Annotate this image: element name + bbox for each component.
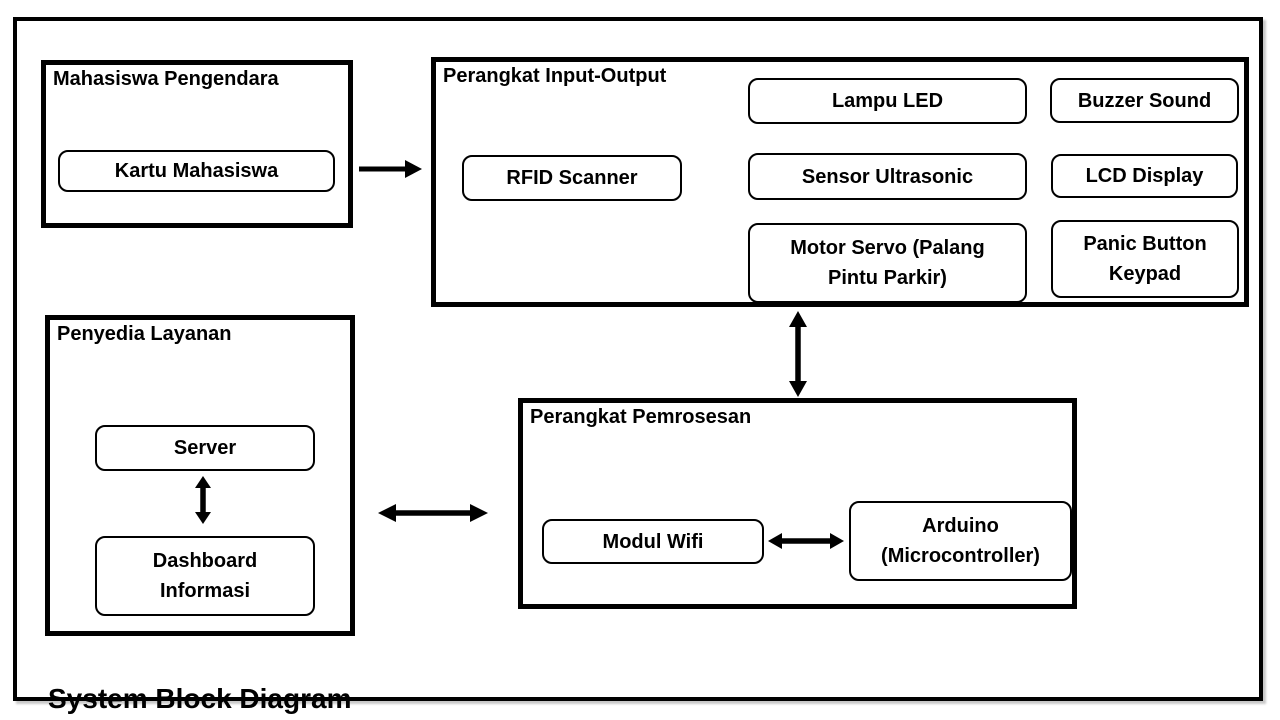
component-kartu-mahasiswa-label: Kartu Mahasiswa	[114, 160, 279, 182]
component-rfid-scanner-label: RFID Scanner	[506, 167, 638, 189]
component-motor-servo: Motor Servo (Palang Pintu Parkir)	[748, 223, 1027, 303]
component-server: Server	[95, 425, 315, 471]
component-arduino: Arduino (Microcontroller)	[849, 501, 1072, 581]
component-modul-wifi-label: Modul Wifi	[602, 530, 704, 553]
component-buzzer-sound-label: Buzzer Sound	[1077, 89, 1212, 112]
arrow-right-mahasiswa-to-io-icon	[357, 157, 423, 181]
block-penyedia-layanan: Penyedia Layanan Server Dashboard Inform…	[45, 315, 355, 636]
block-mahasiswa-pengendara: Mahasiswa Pengendara Kartu Mahasiswa	[41, 60, 353, 228]
component-server-label: Server	[173, 437, 237, 459]
outer-frame: Mahasiswa Pengendara Kartu Mahasiswa Per…	[13, 17, 1263, 714]
block-mahasiswa-pengendara-label: Mahasiswa Pengendara	[53, 68, 279, 90]
component-lcd-display: LCD Display	[1051, 154, 1238, 198]
block-perangkat-input-output: Perangkat Input-Output RFID Scanner Lamp…	[431, 57, 1249, 307]
component-modul-wifi: Modul Wifi	[542, 519, 764, 564]
block-perangkat-input-output-label: Perangkat Input-Output	[443, 65, 667, 87]
component-panic-button-keypad: Panic Button Keypad	[1051, 220, 1239, 298]
double-arrow-horizontal-wifi-arduino-icon	[767, 529, 845, 553]
component-kartu-mahasiswa: Kartu Mahasiswa	[58, 150, 335, 192]
component-dashboard-informasi-label: Dashboard Informasi	[152, 550, 258, 602]
component-sensor-ultrasonic: Sensor Ultrasonic	[748, 153, 1027, 200]
block-perangkat-pemrosesan: Perangkat Pemrosesan Modul Wifi Arduino …	[518, 398, 1077, 609]
component-lampu-led-label: Lampu LED	[831, 90, 944, 112]
component-sensor-ultrasonic-label: Sensor Ultrasonic	[801, 165, 974, 188]
block-perangkat-pemrosesan-label: Perangkat Pemrosesan	[530, 406, 752, 428]
diagram-title: System Block Diagram	[48, 683, 352, 714]
component-motor-servo-label: Motor Servo (Palang Pintu Parkir)	[790, 237, 985, 289]
double-arrow-vertical-io-pemrosesan-icon	[786, 310, 810, 398]
component-lcd-display-label: LCD Display	[1085, 165, 1204, 187]
double-arrow-vertical-server-dashboard-icon	[191, 475, 215, 525]
block-penyedia-layanan-label: Penyedia Layanan	[57, 323, 232, 345]
double-arrow-horizontal-layanan-pemrosesan-icon	[377, 501, 489, 525]
component-lampu-led: Lampu LED	[748, 78, 1027, 124]
component-rfid-scanner: RFID Scanner	[462, 155, 682, 201]
component-buzzer-sound: Buzzer Sound	[1050, 78, 1239, 123]
component-arduino-label: Arduino (Microcontroller)	[881, 515, 1040, 567]
component-dashboard-informasi: Dashboard Informasi	[95, 536, 315, 616]
component-panic-button-keypad-label: Panic Button Keypad	[1083, 233, 1207, 285]
